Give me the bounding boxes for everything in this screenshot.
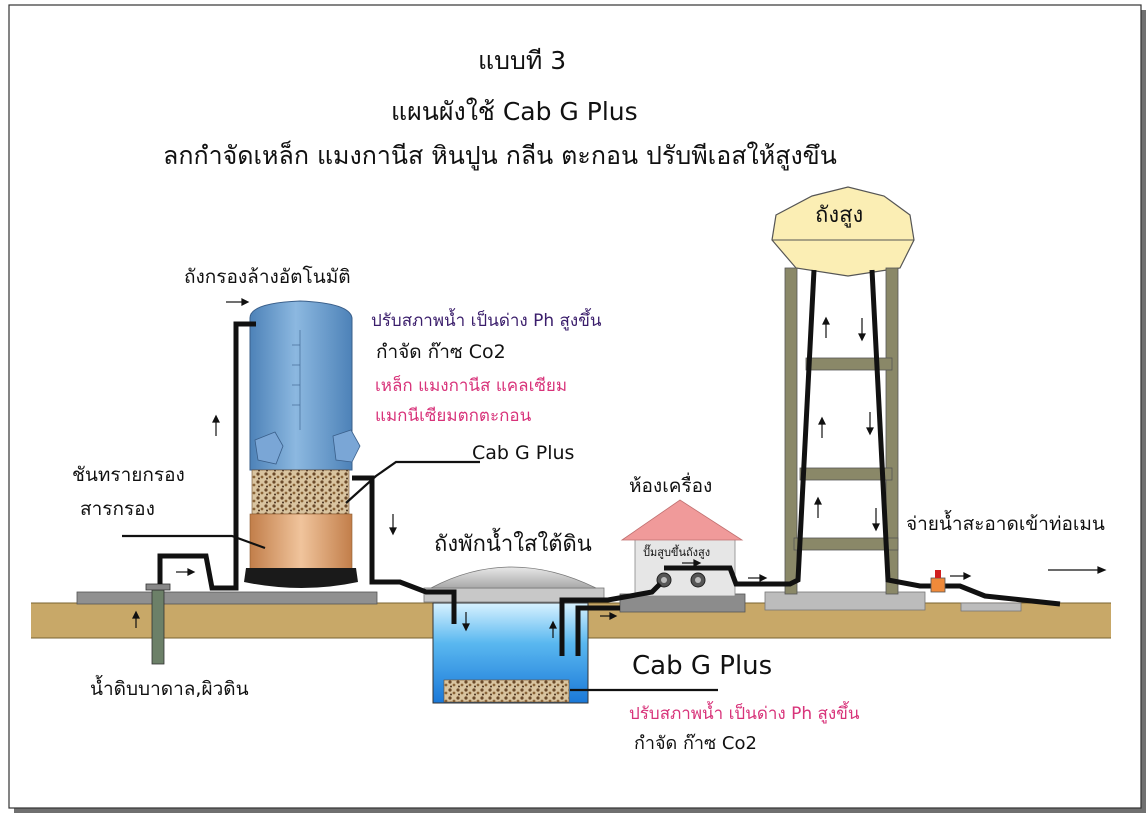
clear-tank-label: ถังพักน้ำใสใต้ดิน	[434, 532, 592, 557]
pump-label: ปั๊มสูบขึ้นถังสูง	[643, 546, 711, 559]
valve	[930, 570, 946, 593]
clear-water-tank	[430, 566, 597, 704]
filter-minerals-note-2: แมกนีเซียมตกตะกอน	[375, 406, 532, 426]
flow-arrows	[132, 298, 1107, 638]
distribution-label: จ่ายน้ำสะอาดเข้าท่อเมน	[906, 513, 1105, 535]
sand-layer	[251, 469, 350, 515]
title-line-2: แผนผังใช้ Cab G Plus	[391, 97, 638, 126]
filter-tank	[244, 300, 361, 588]
sand-layer-label: ชันทรายกรอง	[72, 464, 185, 486]
title-line-3: ลกกำจัดเหล็ก แมงกานีส หินปูน กลีน ตะกอน …	[163, 141, 837, 170]
raw-water-label: น้ำดิบบาดาล,ผิวดิน	[90, 678, 249, 700]
filter-product-label: Cab G Plus	[472, 442, 575, 464]
filter-media-label: สารกรอง	[80, 498, 155, 520]
title-line-1: แบบที 3	[478, 46, 567, 75]
filter-tank-label: ถังกรองล้างอัตโนมัติ	[184, 266, 351, 288]
clear-co2-note: กำจัด ก๊าซ Co2	[634, 733, 757, 754]
leader-lines	[122, 460, 718, 692]
media-layer	[249, 513, 353, 577]
clear-ph-note: ปรับสภาพน้ำ เป็นด่าง Ph สูงขึ้น	[629, 704, 860, 724]
clear-product-label: Cab G Plus	[632, 651, 773, 681]
high-tank-label: ถังสูง	[815, 203, 864, 228]
water-tower	[771, 186, 915, 595]
filter-minerals-note-1: เหล็ก แมงกานีส แคลเซียม	[375, 376, 568, 396]
filter-co2-note: กำจัด ก๊าซ Co2	[376, 341, 506, 363]
filter-ph-note: ปรับสภาพน้ำ เป็นด่าง Ph สูงขึ้น	[371, 311, 602, 331]
machine-room-label: ห้องเครื่อง	[629, 475, 713, 497]
